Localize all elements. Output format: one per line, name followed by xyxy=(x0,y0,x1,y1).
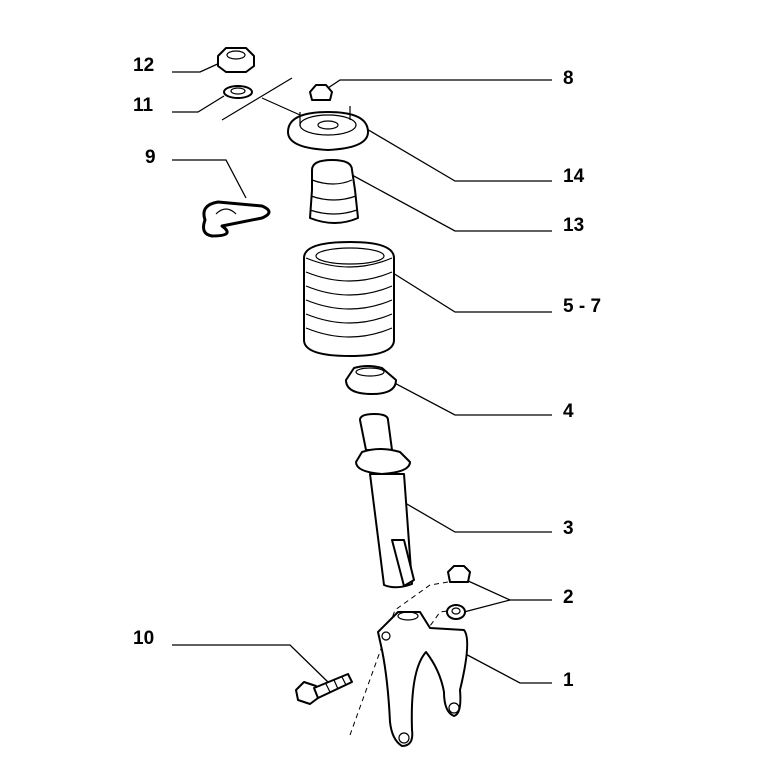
part-nuts-2 xyxy=(446,565,471,620)
leader-10 xyxy=(172,644,331,685)
callout-8: 8 xyxy=(563,68,574,89)
callout-3: 3 xyxy=(563,518,574,539)
leader-2a xyxy=(465,579,552,601)
leader-8 xyxy=(321,79,552,93)
callout-2: 2 xyxy=(563,587,574,608)
callout-14: 14 xyxy=(563,166,585,187)
callout-1: 1 xyxy=(563,670,574,691)
part-nut-8 xyxy=(309,84,333,101)
callout-10: 10 xyxy=(133,628,155,649)
leader-1 xyxy=(457,649,552,684)
part-fork-1 xyxy=(377,611,469,747)
part-shock-absorber-3 xyxy=(355,413,415,589)
part-spring-seat-4 xyxy=(345,365,397,395)
callout-12: 12 xyxy=(133,55,155,76)
leader-4 xyxy=(384,377,552,416)
leader-5-7 xyxy=(384,267,552,313)
part-clip-9 xyxy=(202,200,271,238)
callout-9: 9 xyxy=(145,147,156,168)
leader-12 xyxy=(172,61,223,73)
callout-13: 13 xyxy=(563,215,585,236)
part-nut-12 xyxy=(217,47,255,73)
part-coil-spring-5-7 xyxy=(303,241,395,357)
part-top-mount-14 xyxy=(287,106,369,151)
leader-9 xyxy=(172,159,247,199)
leader-3 xyxy=(399,499,552,533)
part-washer-11 xyxy=(223,85,253,99)
part-bolt-10 xyxy=(295,673,353,705)
callout-4: 4 xyxy=(563,401,574,422)
callout-11: 11 xyxy=(133,95,154,116)
leader-14 xyxy=(359,124,552,182)
leader-lines xyxy=(172,61,552,685)
callout-5-7: 5 - 7 xyxy=(563,296,602,317)
part-bump-stop-13 xyxy=(309,159,359,224)
leader-2b xyxy=(463,599,511,613)
leader-13 xyxy=(351,174,552,232)
leader-11 xyxy=(172,95,225,113)
